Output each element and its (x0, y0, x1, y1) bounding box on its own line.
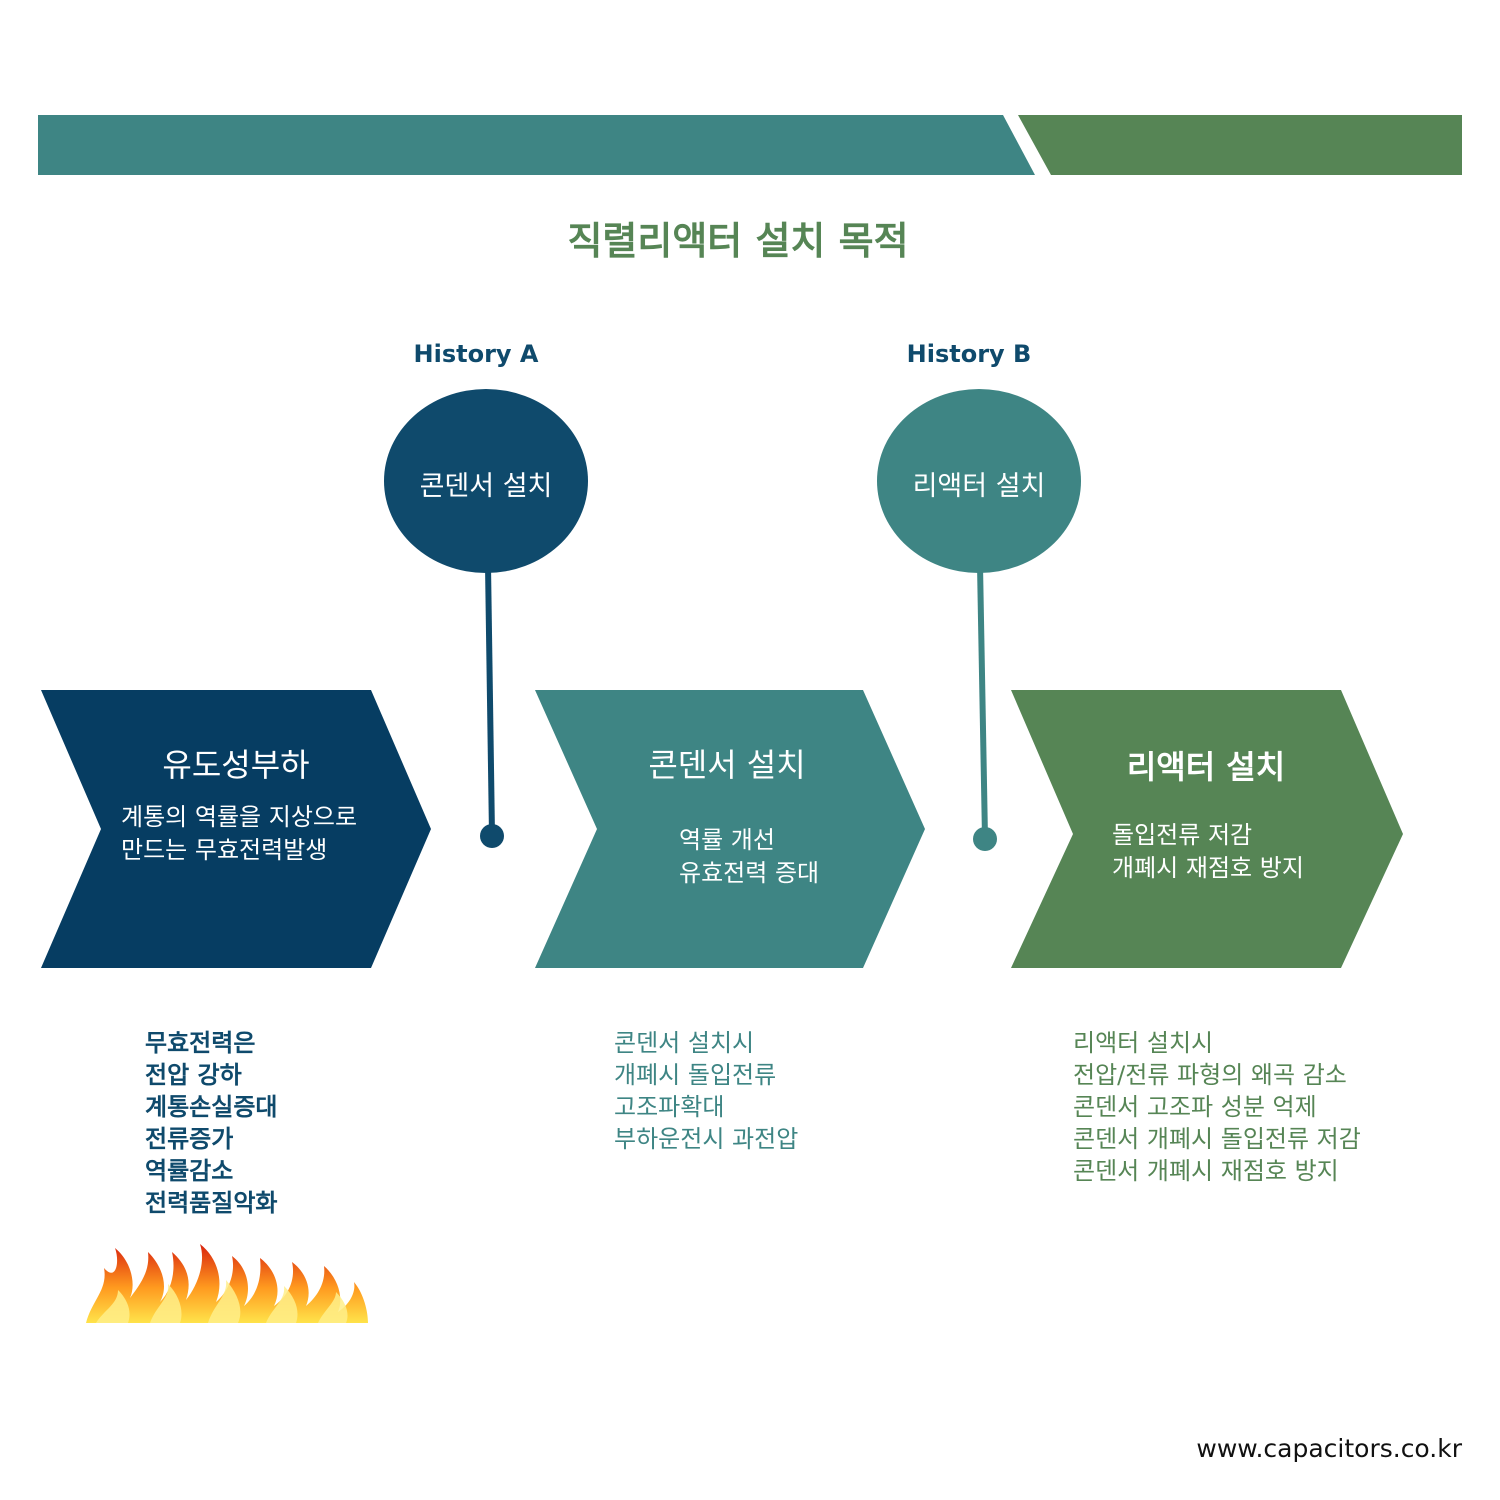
note-3-line: 콘덴서 고조파 성분 억제 (1073, 1093, 1317, 1121)
header-bar-teal (38, 115, 1035, 175)
header-bar (38, 115, 1462, 175)
stage-3-title: 리액터 설치 (1126, 748, 1286, 786)
note-1-line: 무효전력은 (145, 1029, 256, 1057)
note-3: 리액터 설치시 전압/전류 파형의 왜곡 감소 콘덴서 고조파 성분 억제 콘덴… (1073, 1027, 1361, 1187)
note-3-line: 리액터 설치시 (1073, 1029, 1214, 1057)
history-a-pin-dot (480, 824, 504, 848)
note-2-line: 콘덴서 설치시 (614, 1029, 755, 1057)
stage-3-desc: 돌입전류 저감 개폐시 재점호 방지 (1112, 819, 1304, 885)
stage-3-desc-line: 개폐시 재점호 방지 (1112, 854, 1304, 882)
history-b-bubble-text: 리액터 설치 (912, 471, 1046, 502)
note-2-line: 고조파확대 (614, 1093, 725, 1121)
note-1-line: 역률감소 (145, 1157, 234, 1185)
note-1-line: 계통손실증대 (145, 1093, 278, 1121)
history-a-label: History A (413, 340, 539, 368)
stage-2-desc: 역률 개선 유효전력 증대 (679, 824, 819, 890)
stage-1-desc: 계통의 역률을 지상으로 만드는 무효전력발생 (121, 801, 357, 867)
history-b-pin-dot (973, 827, 997, 851)
note-2-line: 개폐시 돌입전류 (614, 1061, 777, 1089)
note-1-line: 전력품질악화 (145, 1189, 278, 1217)
stage-2-desc-line: 유효전력 증대 (679, 859, 820, 887)
header-bar-green (1018, 115, 1462, 175)
website-url[interactable]: www.capacitors.co.kr (1196, 1434, 1462, 1463)
history-a-stem (485, 564, 495, 836)
stage-2-title: 콘덴서 설치 (648, 746, 806, 784)
note-2: 콘덴서 설치시 개폐시 돌입전류 고조파확대 부하운전시 과전압 (614, 1027, 798, 1155)
stage-1-title: 유도성부하 (162, 746, 310, 784)
fire-icon (86, 1244, 368, 1323)
history-a-bubble-text: 콘덴서 설치 (419, 471, 553, 502)
history-b-label: History B (906, 340, 1032, 368)
note-1-line: 전압 강하 (145, 1061, 242, 1089)
stage-1-desc-line: 계통의 역률을 지상으로 (121, 803, 358, 831)
note-3-line: 콘덴서 개폐시 재점호 방지 (1073, 1157, 1339, 1185)
stage-2-desc-line: 역률 개선 (679, 826, 775, 854)
history-a-bubble (384, 389, 588, 573)
note-1-line: 전류증가 (145, 1125, 234, 1153)
note-2-line: 부하운전시 과전압 (614, 1125, 799, 1153)
note-3-line: 전압/전류 파형의 왜곡 감소 (1073, 1061, 1347, 1089)
stage-1-chevron (41, 690, 431, 968)
stage-3-desc-line: 돌입전류 저감 (1112, 821, 1253, 849)
note-3-line: 콘덴서 개폐시 돌입전류 저감 (1073, 1125, 1361, 1153)
history-b-bubble (877, 389, 1081, 573)
stage-1-desc-line: 만드는 무효전력발생 (121, 836, 328, 864)
note-1: 무효전력은 전압 강하 계통손실증대 전류증가 역률감소 전력품질악화 (145, 1027, 277, 1219)
page-title: 직렬리액터 설치 목적 (567, 219, 909, 263)
stage-3-chevron (1011, 690, 1403, 968)
history-b-stem (977, 564, 988, 839)
stage-2-chevron (535, 690, 925, 968)
